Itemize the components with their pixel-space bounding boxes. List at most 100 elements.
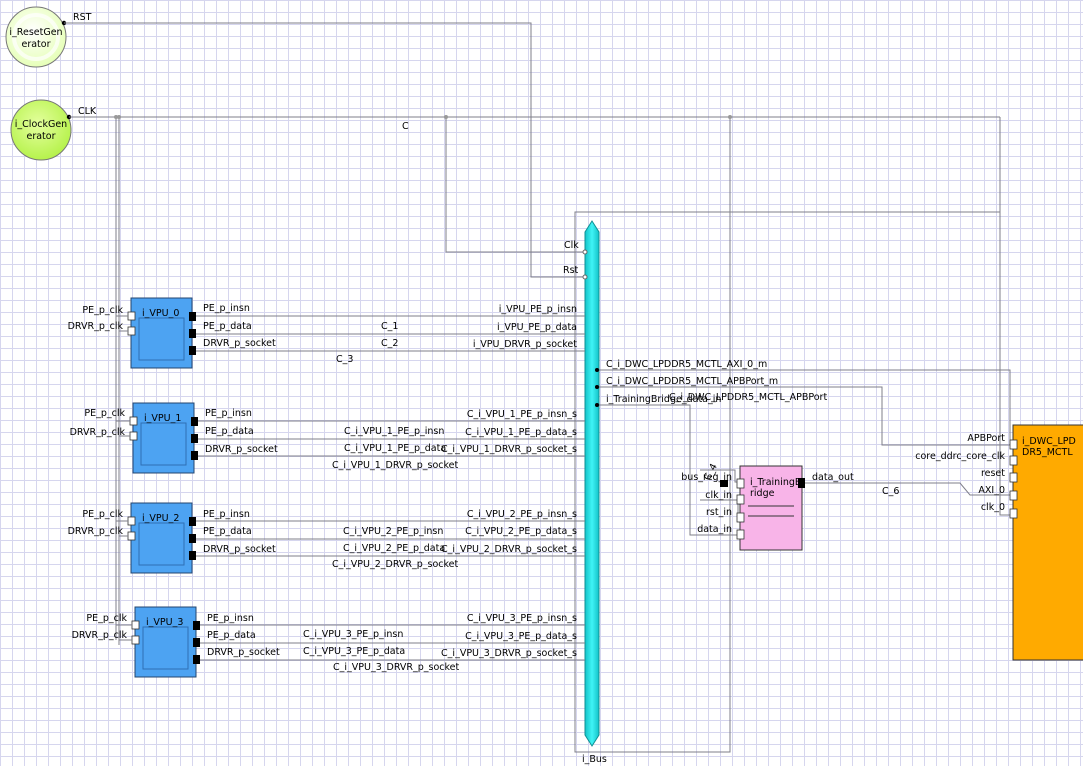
- bus-pin[interactable]: [595, 385, 599, 389]
- vpu-pe-clk-port[interactable]: [127, 516, 136, 526]
- vpu-net-2: C_i_VPU_1_PE_p_data: [344, 443, 446, 454]
- vpu-bus-insn-port: C_i_VPU_2_PE_p_insn_s: [467, 509, 577, 520]
- vpu-insn-label: PE_p_insn: [203, 303, 250, 314]
- vpu-net-1: C_i_VPU_1_PE_p_insn: [344, 426, 444, 437]
- training-data-line[interactable]: [597, 404, 740, 536]
- vpu-pe-clk-port[interactable]: [131, 620, 140, 630]
- vpu-drvr-clk-port[interactable]: [127, 326, 136, 336]
- vpu-inner: [138, 317, 185, 361]
- mctl-apbport-port[interactable]: [1009, 439, 1018, 450]
- reset-generator[interactable]: i_ResetGen erator RST: [5, 6, 92, 68]
- vpu-insn-port[interactable]: [191, 417, 198, 426]
- vpu-block[interactable]: i_VPU_2 PE_p_clk DRVR_p_clk PE_p_insn PE…: [68, 502, 585, 574]
- bridge-data-out-line[interactable]: [802, 482, 1013, 496]
- vpu-net-3: C_3: [336, 354, 353, 365]
- mctl-core-clk-port[interactable]: [1009, 455, 1018, 466]
- bridge-data-out-port[interactable]: [798, 478, 805, 488]
- bridge-data-out-label: data_out: [812, 472, 854, 483]
- vpu-block[interactable]: i_VPU_3 PE_p_clk DRVR_p_clk PE_p_insn PE…: [72, 606, 585, 678]
- mctl-core-clk-label: core_ddrc_core_clk: [915, 451, 1005, 462]
- vpu-socket-port[interactable]: [191, 451, 198, 460]
- apbport-bus-line[interactable]: [597, 386, 1013, 446]
- mctl-clk0-port[interactable]: [1009, 508, 1018, 519]
- vpu-block[interactable]: i_VPU_0 PE_p_clk DRVR_p_clk PE_p_insn PE…: [68, 297, 585, 369]
- vpu-drvr-clk-port[interactable]: [129, 431, 138, 441]
- bridge-bus-reg-marker: [720, 480, 728, 487]
- vpu-inner: [140, 422, 187, 466]
- vpu-data-port[interactable]: [189, 329, 196, 338]
- vpu-drvr-clk-port[interactable]: [131, 635, 140, 645]
- clock-generator-label-2: erator: [26, 131, 55, 142]
- vpu-socket-port[interactable]: [193, 655, 200, 664]
- bus-label-apbport-m: C_i_DWC_LPDDR5_MCTL_APBPort_m: [606, 376, 778, 387]
- vpu-data-label: PE_p_data: [205, 426, 254, 437]
- clk-to-mctl-wire[interactable]: [999, 117, 1013, 516]
- vpu-pe-clk-port[interactable]: [129, 416, 138, 426]
- junction-dot: [117, 115, 121, 119]
- vpu-bus-socket-port: C_i_VPU_2_DRVR_p_socket_s: [441, 544, 577, 555]
- vpu-socket-port[interactable]: [189, 346, 196, 355]
- clock-generator[interactable]: i_ClockGen erator CLK: [10, 99, 97, 161]
- vpu-name: i_VPU_3: [146, 617, 183, 628]
- vpu-clock-stubs: [116, 315, 132, 641]
- vpu-insn-label: PE_p_insn: [205, 408, 252, 419]
- vpu-name: i_VPU_0: [142, 308, 179, 319]
- bridge-clk-label: clk_in: [705, 490, 732, 501]
- bridge-rst-port[interactable]: [736, 512, 745, 523]
- vpu-pe-clk-label: PE_p_clk: [84, 408, 125, 419]
- vpu-data-port[interactable]: [191, 434, 198, 443]
- bus-label-axi: C_i_DWC_LPDDR5_MCTL_AXI_0_m: [606, 359, 767, 370]
- bus-port-clk: Clk: [564, 240, 579, 251]
- training-bridge-block[interactable]: i_TrainingB ridge bus_reg_in clk_in rst_…: [681, 465, 854, 551]
- bridge-data-in-label: data_in: [697, 524, 732, 535]
- vpu-insn-label: PE_p_insn: [203, 509, 250, 520]
- bus-block[interactable]: i_Bus Clk Rst C_i_DWC_LPDDR5_MCTL_AXI_0_…: [563, 220, 827, 765]
- bus-label-apbport: C_i_DWC_LPDDR5_MCTL_APBPort: [669, 392, 827, 403]
- bus-pin[interactable]: [595, 368, 599, 372]
- bridge-data-in-port[interactable]: [736, 529, 745, 540]
- vpu-bus-data-port: i_VPU_PE_p_data: [497, 322, 577, 333]
- reset-generator-label-1: i_ResetGen: [9, 27, 62, 38]
- vpu-pe-clk-port[interactable]: [127, 311, 136, 321]
- vpu-pe-clk-label: PE_p_clk: [82, 305, 123, 316]
- vpu-insn-port[interactable]: [193, 621, 200, 630]
- mctl-axi-port[interactable]: [1009, 490, 1018, 501]
- bridge-bus-reg-port[interactable]: [736, 478, 745, 489]
- vpu-data-port[interactable]: [193, 638, 200, 647]
- vpu-bus-insn-port: C_i_VPU_1_PE_p_insn_s: [467, 409, 577, 420]
- vpu-socket-port[interactable]: [189, 551, 196, 560]
- vpu-data-port[interactable]: [189, 534, 196, 543]
- vpu-insn-port[interactable]: [189, 312, 196, 321]
- reset-generator-glyph: [12, 13, 60, 61]
- mctl-reset-port[interactable]: [1009, 472, 1018, 483]
- bus-return-wire[interactable]: [574, 117, 1000, 753]
- vpu-net-3: C_i_VPU_1_DRVR_p_socket: [332, 460, 459, 471]
- bus-label: i_Bus: [582, 754, 607, 765]
- clock-generator-label-1: i_ClockGen: [15, 119, 67, 130]
- vpu-drvr-clk-port[interactable]: [127, 531, 136, 541]
- mctl-clk0-label: clk_0: [981, 502, 1005, 513]
- vpu-socket-label: DRVR_p_socket: [203, 544, 276, 555]
- bus-port-rst-pin[interactable]: [582, 274, 588, 280]
- vpu-socket-label: DRVR_p_socket: [207, 647, 280, 658]
- mctl-body: [1012, 424, 1083, 661]
- vpu-data-label: PE_p_data: [203, 321, 252, 332]
- vpu-insn-port[interactable]: [189, 517, 196, 526]
- rst-wire[interactable]: [64, 22, 585, 278]
- junction-dot: [728, 115, 732, 119]
- axi-bus-line: [597, 369, 1011, 445]
- clk-to-bus-wire[interactable]: [445, 117, 585, 253]
- bus-port-clk-pin[interactable]: [582, 249, 588, 255]
- junction-dots: [114, 115, 732, 119]
- bus-pin[interactable]: [595, 403, 599, 407]
- vpu-net-1: C_1: [381, 321, 398, 332]
- vpu-inner: [138, 522, 185, 566]
- vpu-inner: [142, 626, 189, 670]
- mctl-apbport-label: APBPort: [967, 433, 1005, 444]
- vpu-block[interactable]: i_VPU_1 PE_p_clk DRVR_p_clk PE_p_insn PE…: [70, 402, 585, 474]
- mctl-block[interactable]: i_DWC_LPD DR5_MCTL APBPort core_ddrc_cor…: [915, 424, 1083, 661]
- bridge-clk-port[interactable]: [736, 494, 745, 505]
- vpu-body: [132, 402, 195, 474]
- junction-dot: [114, 115, 118, 119]
